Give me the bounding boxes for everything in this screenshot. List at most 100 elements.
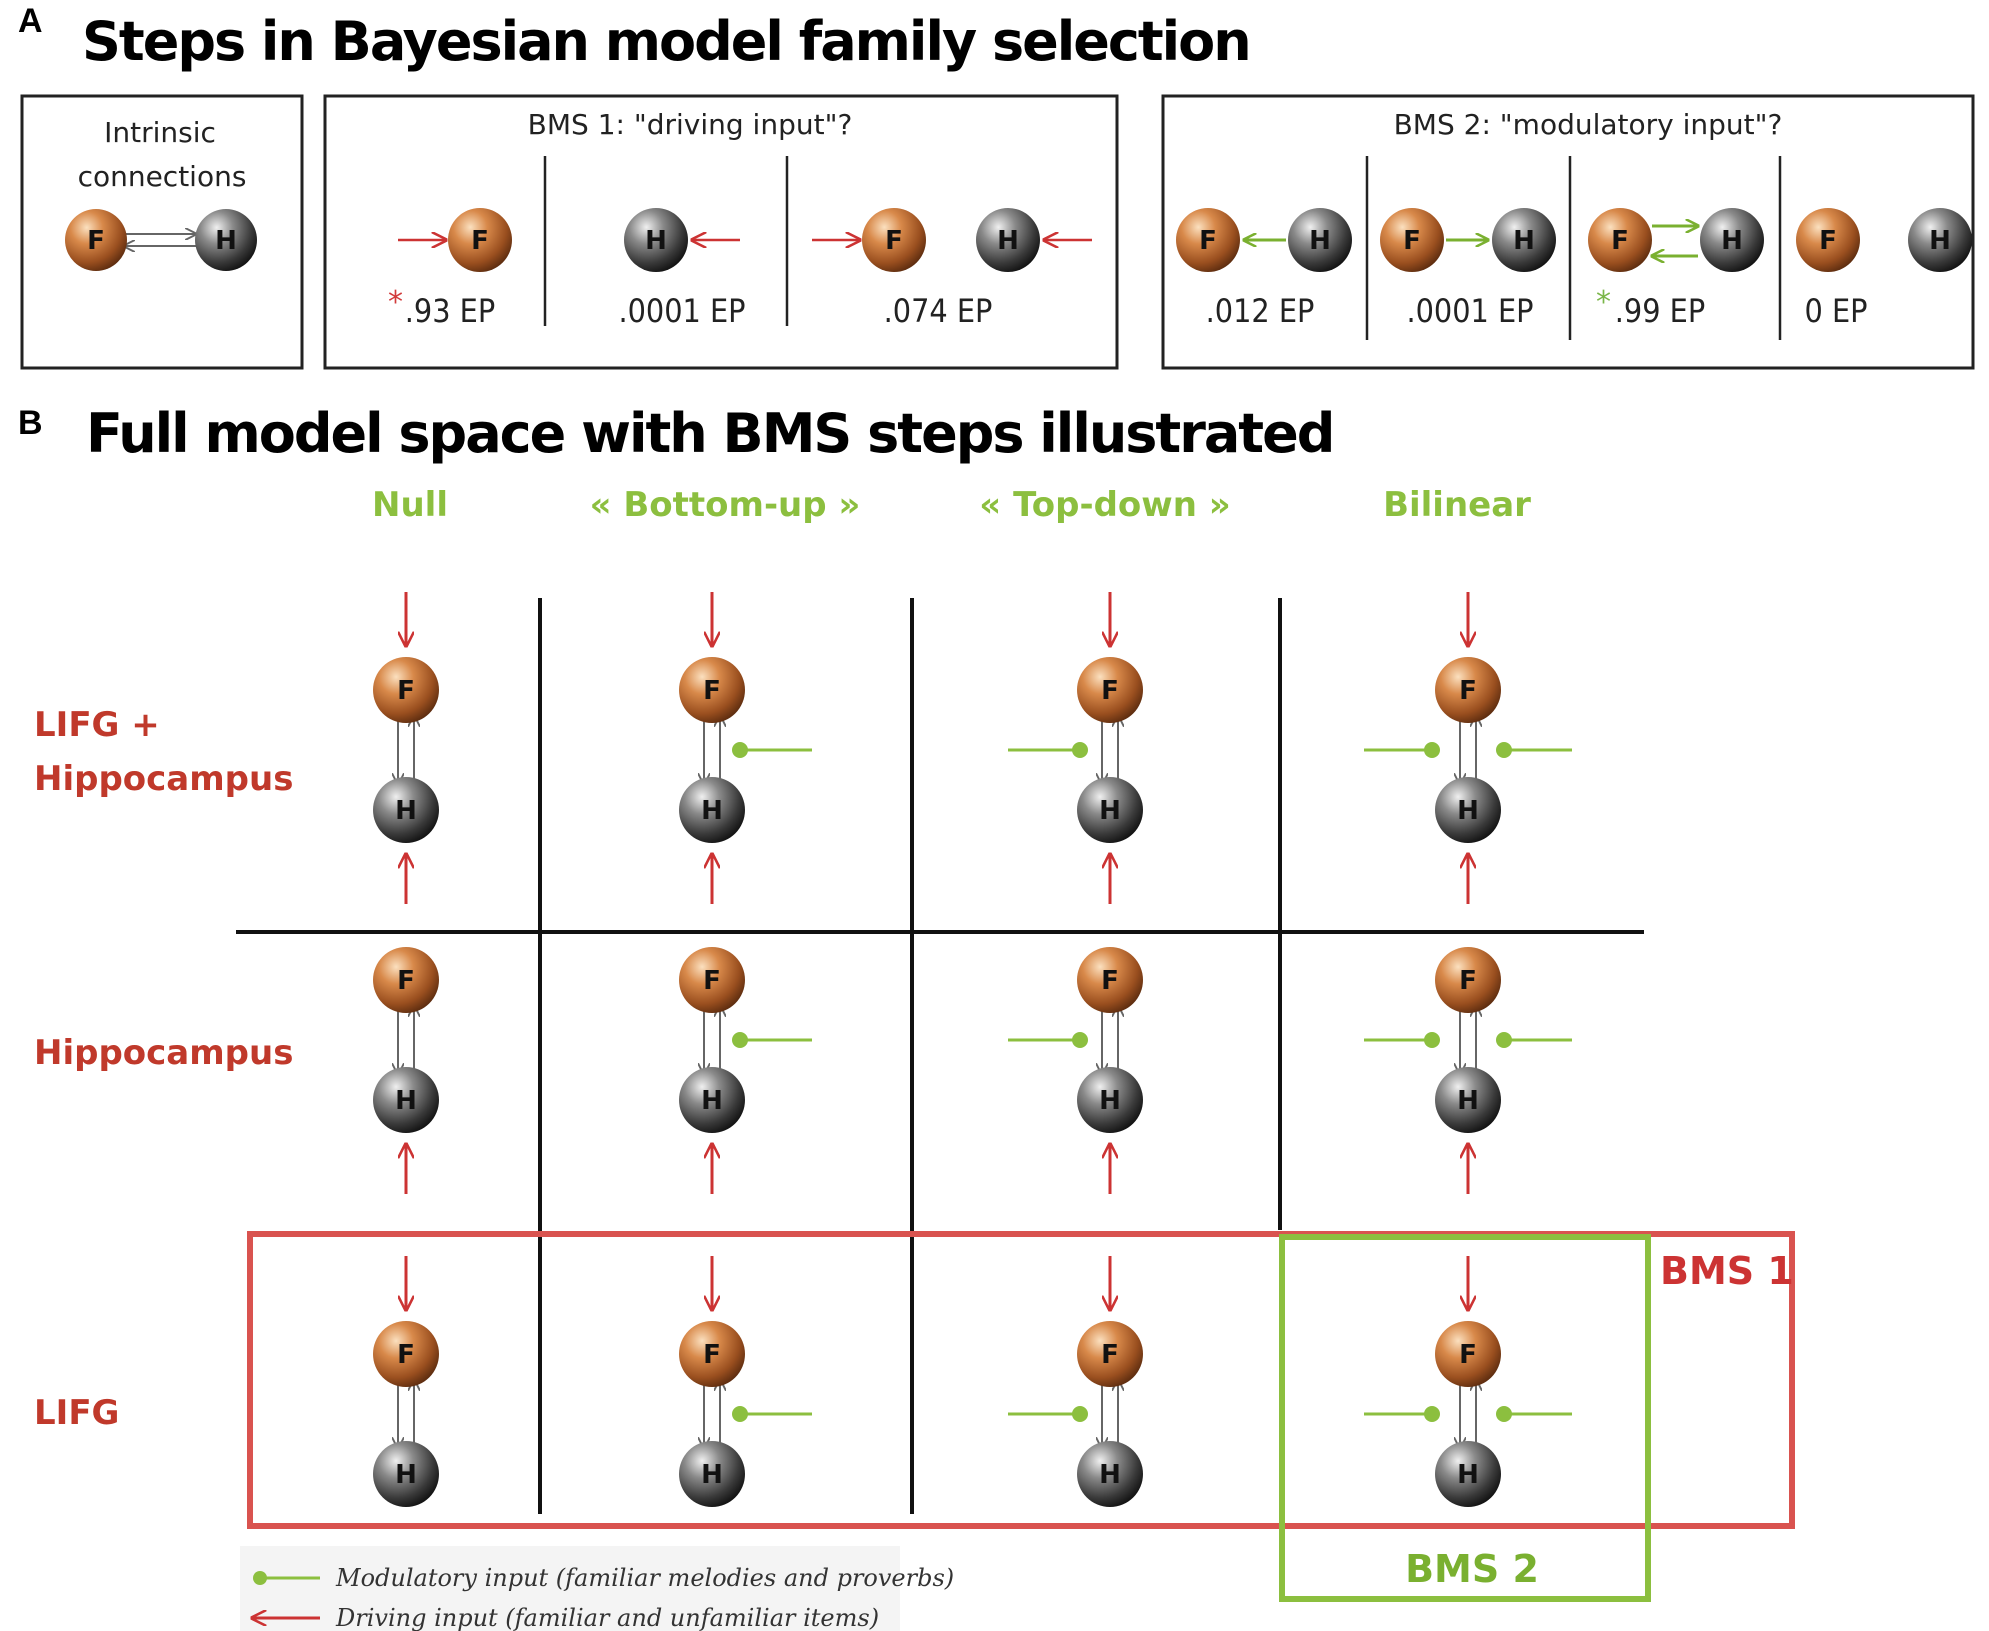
panel-b-heading: Full model space with BMS steps illustra… [86,402,1333,465]
column-header-null: Null [372,485,448,525]
h-node-label: H [701,1086,723,1116]
intrinsic-h-node: H [195,209,257,271]
f-node-label: F [703,966,721,996]
column-header-top-down: « Top-down » [979,485,1230,525]
intrinsic-title-line1: Intrinsic [104,116,216,149]
bms1-ep-2: .0001 EP [618,292,745,330]
h-node-label: H [701,796,723,826]
model-top-down-row-1: FH [1008,592,1143,904]
f-node-label: F [87,226,105,256]
model-top-down-row-2: FH [1008,947,1143,1194]
f-node-label: F [397,966,415,996]
intrinsic-title-line2: connections [78,160,247,193]
bms2-h-node-1: H [1288,208,1352,272]
bms2-ep-4: 0 EP [1805,292,1868,330]
f-node-label: F [1611,226,1629,256]
h-node-label: H [997,226,1019,256]
legend-driving-text: Driving input (familiar and unfamiliar i… [335,1604,879,1631]
panel-b-letter: B [18,404,43,442]
bms2-ep-3: .99 EP [1615,292,1705,330]
model-null-row-2: FH [373,947,439,1194]
legend-background [240,1546,900,1631]
bms2-winner-star: * [1596,285,1611,320]
bms1-h-node-2: H [624,208,688,272]
intrinsic-connections-icon [124,234,196,246]
model-top-down-row-3: FH [1008,1256,1143,1507]
f-node-label: F [397,1340,415,1370]
model-bottom-up-row-2: FH [679,947,812,1194]
intrinsic-box [20,94,304,370]
f-node-label: F [1459,676,1477,706]
h-node-label: H [1457,1460,1479,1490]
bms2-f-node-2: F [1380,208,1444,272]
bms2-f-node-1: F [1176,208,1240,272]
bms2-ep-2: .0001 EP [1406,292,1533,330]
bms1-family-box [247,1231,1795,1529]
bms2-family-label: BMS 2 [1405,1547,1539,1591]
f-node-label: F [1101,966,1119,996]
bms1-ep-1: .93 EP [405,292,495,330]
row-header-lifg-hippocampus-line1: LIFG + [34,705,160,745]
model-null-row-3: FH [373,1256,439,1507]
f-node-label: F [1403,226,1421,256]
h-node-label: H [645,226,667,256]
model-bilinear-row-2: FH [1364,947,1572,1194]
row-header-lifg: LIFG [34,1393,119,1433]
f-node-label: F [1459,1340,1477,1370]
f-node-label: F [1199,226,1217,256]
bms1-f-node-3: F [862,208,926,272]
h-node-label: H [1309,226,1331,256]
f-node-label: F [471,226,489,256]
model-bottom-up-row-1: FH [679,592,812,904]
h-node-label: H [395,796,417,826]
model-bottom-up-row-3: FH [679,1256,812,1507]
f-node-label: F [885,226,903,256]
f-node-label: F [703,676,721,706]
bms1-box [323,94,1119,370]
column-header-bottom-up: « Bottom-up » [590,485,861,525]
bms1-f-node-1: F [448,208,512,272]
bms2-h-node-4: H [1908,208,1972,272]
panel-a-letter: A [18,2,43,40]
row-header-lifg-hippocampus-line2: Hippocampus [34,759,293,799]
bms2-h-node-2: H [1492,208,1556,272]
bms1-family-label: BMS 1 [1660,1249,1794,1293]
bms2-family-box [1279,1234,1651,1602]
legend-modulatory-text: Modulatory input (familiar melodies and … [335,1564,954,1592]
h-node-label: H [1099,796,1121,826]
bms2-f-node-3: F [1588,208,1652,272]
bms1-winner-star: * [388,285,403,320]
bms1-ep-3: .074 EP [884,292,993,330]
f-node-label: F [1819,226,1837,256]
h-node-label: H [395,1086,417,1116]
model-null-row-1: FH [373,592,439,904]
model-bilinear-row-3: FH [1364,1256,1572,1507]
bms2-ep-1: .012 EP [1206,292,1315,330]
h-node-label: H [1929,226,1951,256]
bms1-h-node-3: H [976,208,1040,272]
f-node-label: F [1101,1340,1119,1370]
panel-a-heading: Steps in Bayesian model family selection [82,10,1250,73]
h-node-label: H [1099,1086,1121,1116]
f-node-label: F [1101,676,1119,706]
intrinsic-f-node: F [65,209,127,271]
bms2-title: BMS 2: "modulatory input"? [1394,108,1783,141]
bms2-h-node-3: H [1700,208,1764,272]
legend-modulatory-icon [253,1571,320,1585]
h-node-label: H [701,1460,723,1490]
f-node-label: F [397,676,415,706]
bms2-box [1161,94,1975,370]
bms1-title: BMS 1: "driving input"? [528,108,853,141]
h-node-label: H [1099,1460,1121,1490]
f-node-label: F [703,1340,721,1370]
h-node-label: H [215,226,237,256]
row-header-hippocampus: Hippocampus [34,1033,293,1073]
h-node-label: H [1457,1086,1479,1116]
h-node-label: H [1457,796,1479,826]
bms2-f-node-4: F [1796,208,1860,272]
h-node-label: H [395,1460,417,1490]
column-header-bilinear: Bilinear [1383,485,1531,525]
legend: Modulatory input (familiar melodies and … [240,1546,954,1631]
